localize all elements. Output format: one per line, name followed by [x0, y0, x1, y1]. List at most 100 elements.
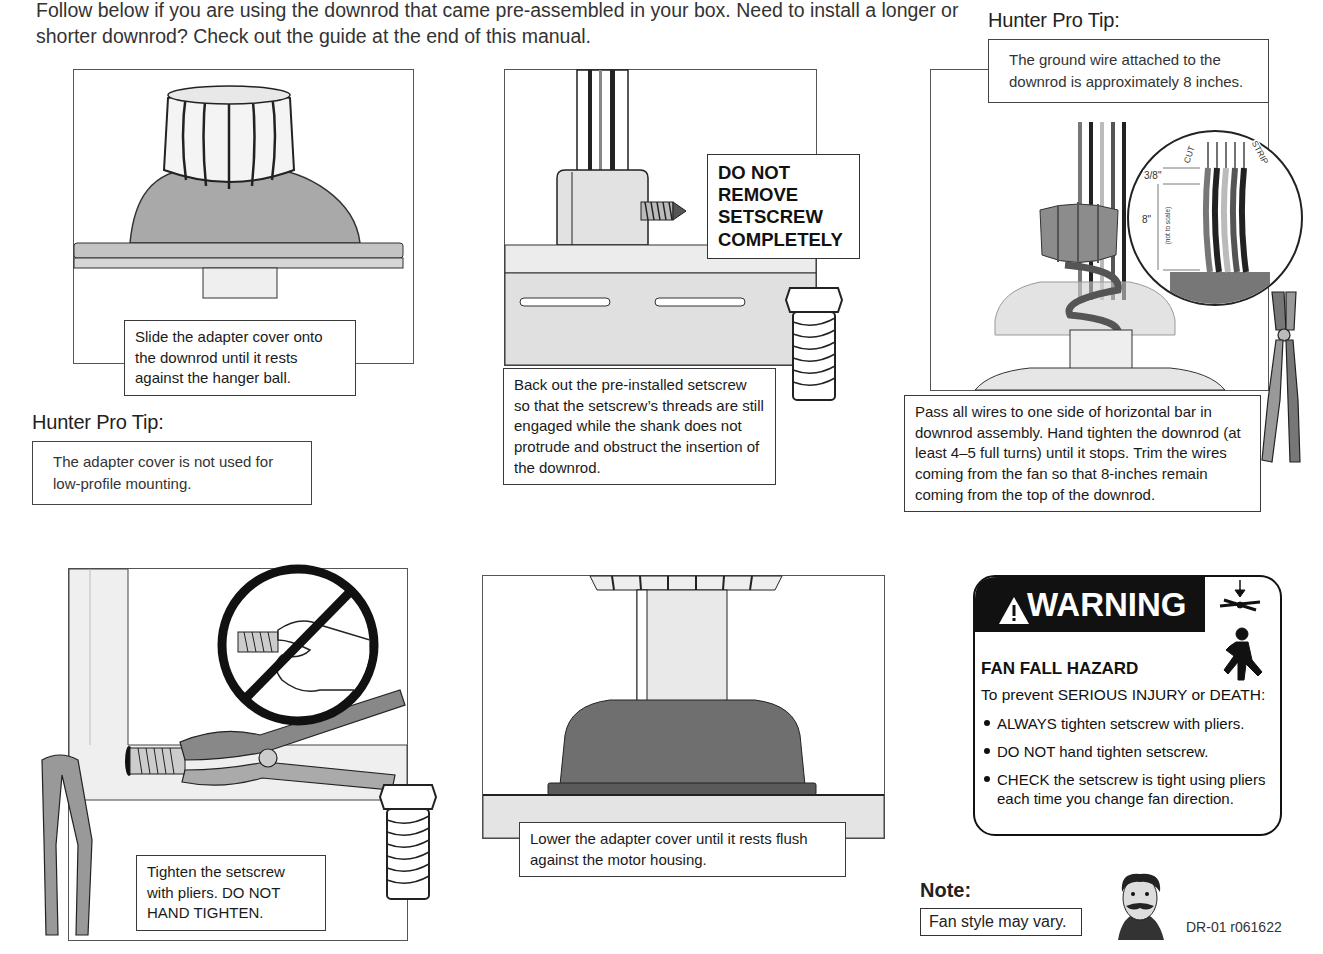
downrod — [599, 70, 602, 170]
adapter-cover — [590, 576, 782, 590]
bolt — [380, 785, 436, 899]
warning-box: WARNINGFAN FALL HAZARDTo prevent SERIOUS… — [973, 575, 1282, 836]
zoom-circle — [1128, 131, 1302, 310]
zoom-circle — [1158, 168, 1200, 270]
downrod — [588, 70, 592, 170]
cut-label: CUT — [1182, 144, 1197, 165]
caption-text: Tighten the setscrew with pliers. DO NOT… — [147, 862, 315, 924]
tip-heading: Hunter Pro Tip: — [32, 410, 312, 434]
pliers — [182, 762, 395, 790]
adapter-cover — [74, 168, 403, 298]
pliers — [42, 755, 92, 935]
adapter-cover — [637, 590, 727, 702]
bolt — [387, 809, 429, 899]
adapter-cover — [560, 700, 805, 785]
bullet-item: DO NOT hand tighten setscrew. — [997, 742, 1272, 761]
setscrew — [645, 202, 672, 220]
hazard-title: FAN FALL HAZARD — [981, 658, 1181, 679]
warning-band — [999, 597, 1029, 624]
motor-housing — [505, 245, 816, 365]
step-caption: Pass all wires to one side of horizontal… — [904, 395, 1261, 512]
bolt — [786, 288, 842, 400]
zoom-circle — [1206, 168, 1210, 272]
prohibited-hand — [244, 632, 272, 652]
pliers — [1272, 292, 1286, 330]
mascot-portrait — [1118, 874, 1164, 940]
adapter-cover — [74, 243, 403, 258]
fan-fall-icon — [1220, 580, 1262, 680]
bolt — [786, 288, 842, 312]
mounting-bar — [69, 569, 407, 800]
fan-fall-icon — [1235, 590, 1245, 597]
mascot-portrait — [1145, 892, 1149, 896]
tip-text: The ground wire attached to the downrod … — [1009, 49, 1248, 93]
mounting-bar — [69, 569, 407, 800]
bolt — [793, 318, 835, 385]
fan-fall-icon — [1220, 600, 1260, 610]
setscrew — [641, 202, 673, 220]
note-box: Note: Fan style may vary. — [920, 878, 1082, 936]
zoom-circle — [1208, 142, 1244, 168]
bullet-item: CHECK the setscrew is tight using pliers… — [997, 770, 1272, 808]
downrod-assembly — [995, 282, 1175, 335]
panel-frame — [69, 70, 1269, 941]
motor-housing — [655, 298, 745, 306]
caption-text: Slide the adapter cover onto the downrod… — [135, 327, 345, 389]
fan-fall-icon — [1236, 628, 1248, 640]
mounting-bar — [138, 748, 174, 774]
pliers — [1278, 329, 1290, 341]
bullet-dot — [984, 720, 990, 726]
pro-tip: Hunter Pro Tip:The adapter cover is not … — [32, 410, 312, 505]
downrod-assembly — [1065, 265, 1118, 335]
mascot-portrait — [1122, 874, 1160, 892]
bullet-item: ALWAYS tighten setscrew with pliers. — [997, 714, 1272, 733]
fan-wires — [1122, 122, 1126, 300]
step-caption: Tighten the setscrew with pliers. DO NOT… — [136, 855, 326, 931]
prohibited-hand — [222, 569, 374, 721]
document-code: DR-01 r061622 — [1185, 920, 1283, 935]
prohibited-hand — [222, 569, 374, 721]
page-title: Follow below if you are using the downro… — [36, 0, 966, 49]
callout-text: DO NOT REMOVE SETSCREW COMPLETELY — [718, 162, 849, 251]
adapter-cover — [612, 576, 752, 590]
pro-tip: Hunter Pro Tip: The ground wire attached … — [988, 8, 1269, 103]
tip-heading: Hunter Pro Tip: — [988, 8, 1269, 32]
bolt — [380, 785, 436, 809]
pliers — [1286, 340, 1300, 462]
fan-fall-icon — [1237, 602, 1243, 608]
bolt — [387, 816, 429, 883]
tip-heading: Note: — [920, 878, 1082, 902]
adapter-cover — [483, 576, 884, 838]
zoom-circle — [1170, 272, 1270, 310]
panel-frame — [69, 569, 408, 941]
strip-label: STRIP — [1249, 139, 1270, 167]
adapter-cover — [74, 258, 403, 268]
pliers — [259, 749, 277, 767]
bullet-text: DO NOT hand tighten setscrew. — [997, 743, 1209, 760]
adapter-cover — [483, 794, 884, 796]
prohibited-hand — [238, 632, 278, 652]
mounting-bar — [130, 748, 185, 774]
bolt — [793, 312, 835, 400]
warning-band — [1013, 605, 1016, 616]
step-caption: Slide the adapter cover onto the downrod… — [124, 320, 356, 396]
caption-text: Pass all wires to one side of horizontal… — [915, 402, 1250, 505]
pliers — [1262, 292, 1300, 462]
dimension-label: 3/8" — [1143, 170, 1162, 181]
adapter-cover — [548, 783, 816, 795]
pliers — [42, 690, 405, 935]
downrod — [577, 70, 628, 175]
pliers — [1286, 292, 1296, 330]
setscrew — [673, 202, 686, 220]
bullet-text: CHECK the setscrew is tight using pliers… — [997, 771, 1265, 807]
warning-band — [1013, 618, 1016, 621]
hanger-ball — [164, 86, 294, 189]
panel-frame — [483, 576, 885, 839]
zoom-circle — [1224, 168, 1228, 272]
tip-text: Fan style may vary. — [929, 911, 1073, 933]
downrod — [557, 170, 648, 245]
tip-box: The ground wire attached to the downrod … — [988, 39, 1269, 103]
step-caption: Lower the adapter cover until it rests f… — [519, 822, 846, 877]
zoom-circle — [1242, 168, 1246, 272]
